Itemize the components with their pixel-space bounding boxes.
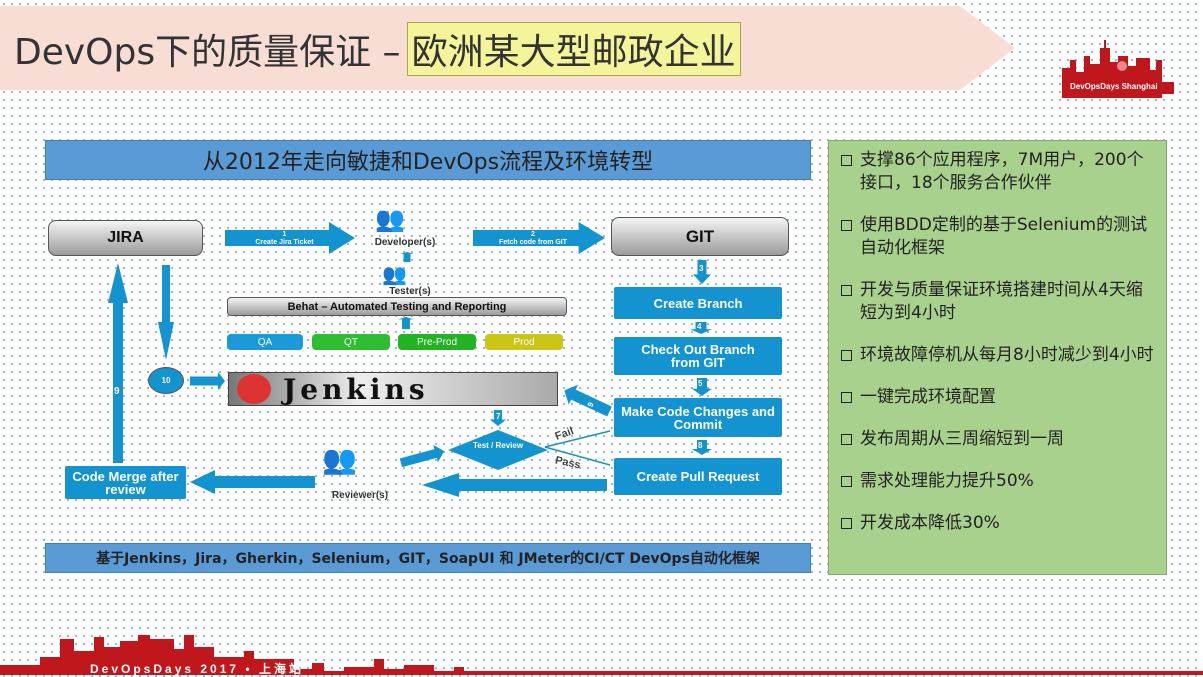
behat-bar: Behat – Automated Testing and Reporting	[227, 297, 567, 316]
checkbox-icon	[841, 350, 852, 361]
step5-num: 5	[698, 379, 703, 388]
checkout-box: Check Out Branch from GIT	[614, 337, 782, 375]
skyline-footer	[0, 635, 1203, 675]
jira-box: JIRA	[48, 220, 203, 256]
checkbox-icon	[841, 285, 852, 296]
checkbox-icon	[841, 220, 852, 231]
jenkins-logo-icon	[237, 374, 271, 404]
step7-num: 7	[496, 412, 501, 421]
jenkins-text: Jenkins	[283, 372, 429, 406]
devopsdays-logo: DevOpsDays Shanghai	[1062, 38, 1174, 98]
step8-arrow	[692, 440, 712, 455]
benefit-item: 发布周期从三周缩短到一周	[841, 428, 1156, 451]
tester-icon: 👥	[382, 264, 407, 286]
step9-arrow	[108, 263, 128, 463]
tester-label: Tester(s)	[389, 286, 431, 297]
step9-num: 9	[114, 386, 120, 397]
arrow-to-jenkins	[190, 372, 225, 390]
jenkins-banner: Jenkins	[228, 372, 558, 406]
diagram-footer: 基于Jenkins，Jira，Gherkin，Selenium，GIT，Soap…	[45, 543, 811, 573]
page-title: DevOps下的质量保证 –欧洲某大型邮政企业	[14, 22, 741, 76]
developer-label: Developer(s)	[374, 237, 436, 248]
benefit-item: 开发成本降低30%	[841, 512, 1156, 535]
arrow-to-review	[398, 442, 446, 471]
title-highlight: 欧洲某大型邮政企业	[406, 22, 741, 76]
step3-arrow	[693, 260, 711, 284]
checkbox-icon	[841, 434, 852, 445]
logo-text: DevOpsDays Shanghai	[1070, 82, 1158, 91]
checkbox-icon	[841, 392, 852, 403]
benefit-item: 使用BDD定制的基于Selenium的测试自动化框架	[841, 214, 1156, 260]
step10-circle: 10	[148, 367, 184, 394]
benefit-item: 环境故障停机从每月8小时减少到4小时	[841, 344, 1156, 367]
step3-num: 3	[699, 264, 704, 273]
checkbox-icon	[841, 155, 852, 166]
arrow-to-reviewer	[422, 473, 607, 497]
arrow-to-merge	[190, 470, 315, 494]
arrow-down-10	[158, 265, 174, 360]
checkbox-icon	[841, 476, 852, 487]
git-box: GIT	[611, 217, 789, 256]
code-merge-box: Code Merge after review	[65, 466, 186, 499]
env-prod: Prod	[485, 334, 563, 350]
step4-arrow	[690, 322, 712, 334]
developer-icon: 👥	[375, 206, 405, 233]
benefits-panel: 支撑86个应用程序，7M用户，200个接口，18个服务合作伙伴 使用BDD定制的…	[828, 140, 1167, 575]
create-branch-box: Create Branch	[614, 287, 782, 319]
reviewer-label: Reviewer(s)	[331, 490, 389, 501]
make-changes-box: Make Code Changes and Commit	[614, 398, 782, 437]
step5-arrow	[692, 378, 712, 396]
step8-num: 8	[698, 441, 703, 450]
env-qt: QT	[312, 334, 390, 350]
benefit-item: 支撑86个应用程序，7M用户，200个接口，18个服务合作伙伴	[841, 149, 1156, 195]
checkbox-icon	[841, 518, 852, 529]
arrow-up	[398, 317, 414, 329]
env-pre-prod: Pre-Prod	[398, 334, 476, 350]
benefit-item: 一键完成环境配置	[841, 386, 1156, 409]
benefit-item: 开发与质量保证环境搭建时间从4天缩短为到4小时	[841, 279, 1156, 325]
title-main: DevOps下的质量保证 –	[14, 32, 401, 73]
footer-text: DevOpsDays 2017 • 上海站	[90, 662, 304, 676]
diagram-header: 从2012年走向敏捷和DevOps流程及环境转型	[45, 140, 811, 180]
step7-arrow	[490, 410, 506, 426]
reviewer-icon: 👥	[322, 444, 357, 475]
step4-num: 4	[697, 322, 702, 331]
pull-request-box: Create Pull Request	[614, 458, 782, 495]
test-review-label: Test / Review	[472, 441, 524, 450]
fail-pass-lines	[544, 430, 611, 466]
env-qa: QA	[227, 334, 303, 350]
test-review-diamond	[448, 430, 548, 470]
benefit-item: 需求处理能力提升50%	[841, 470, 1156, 493]
arrow-up	[400, 252, 414, 262]
